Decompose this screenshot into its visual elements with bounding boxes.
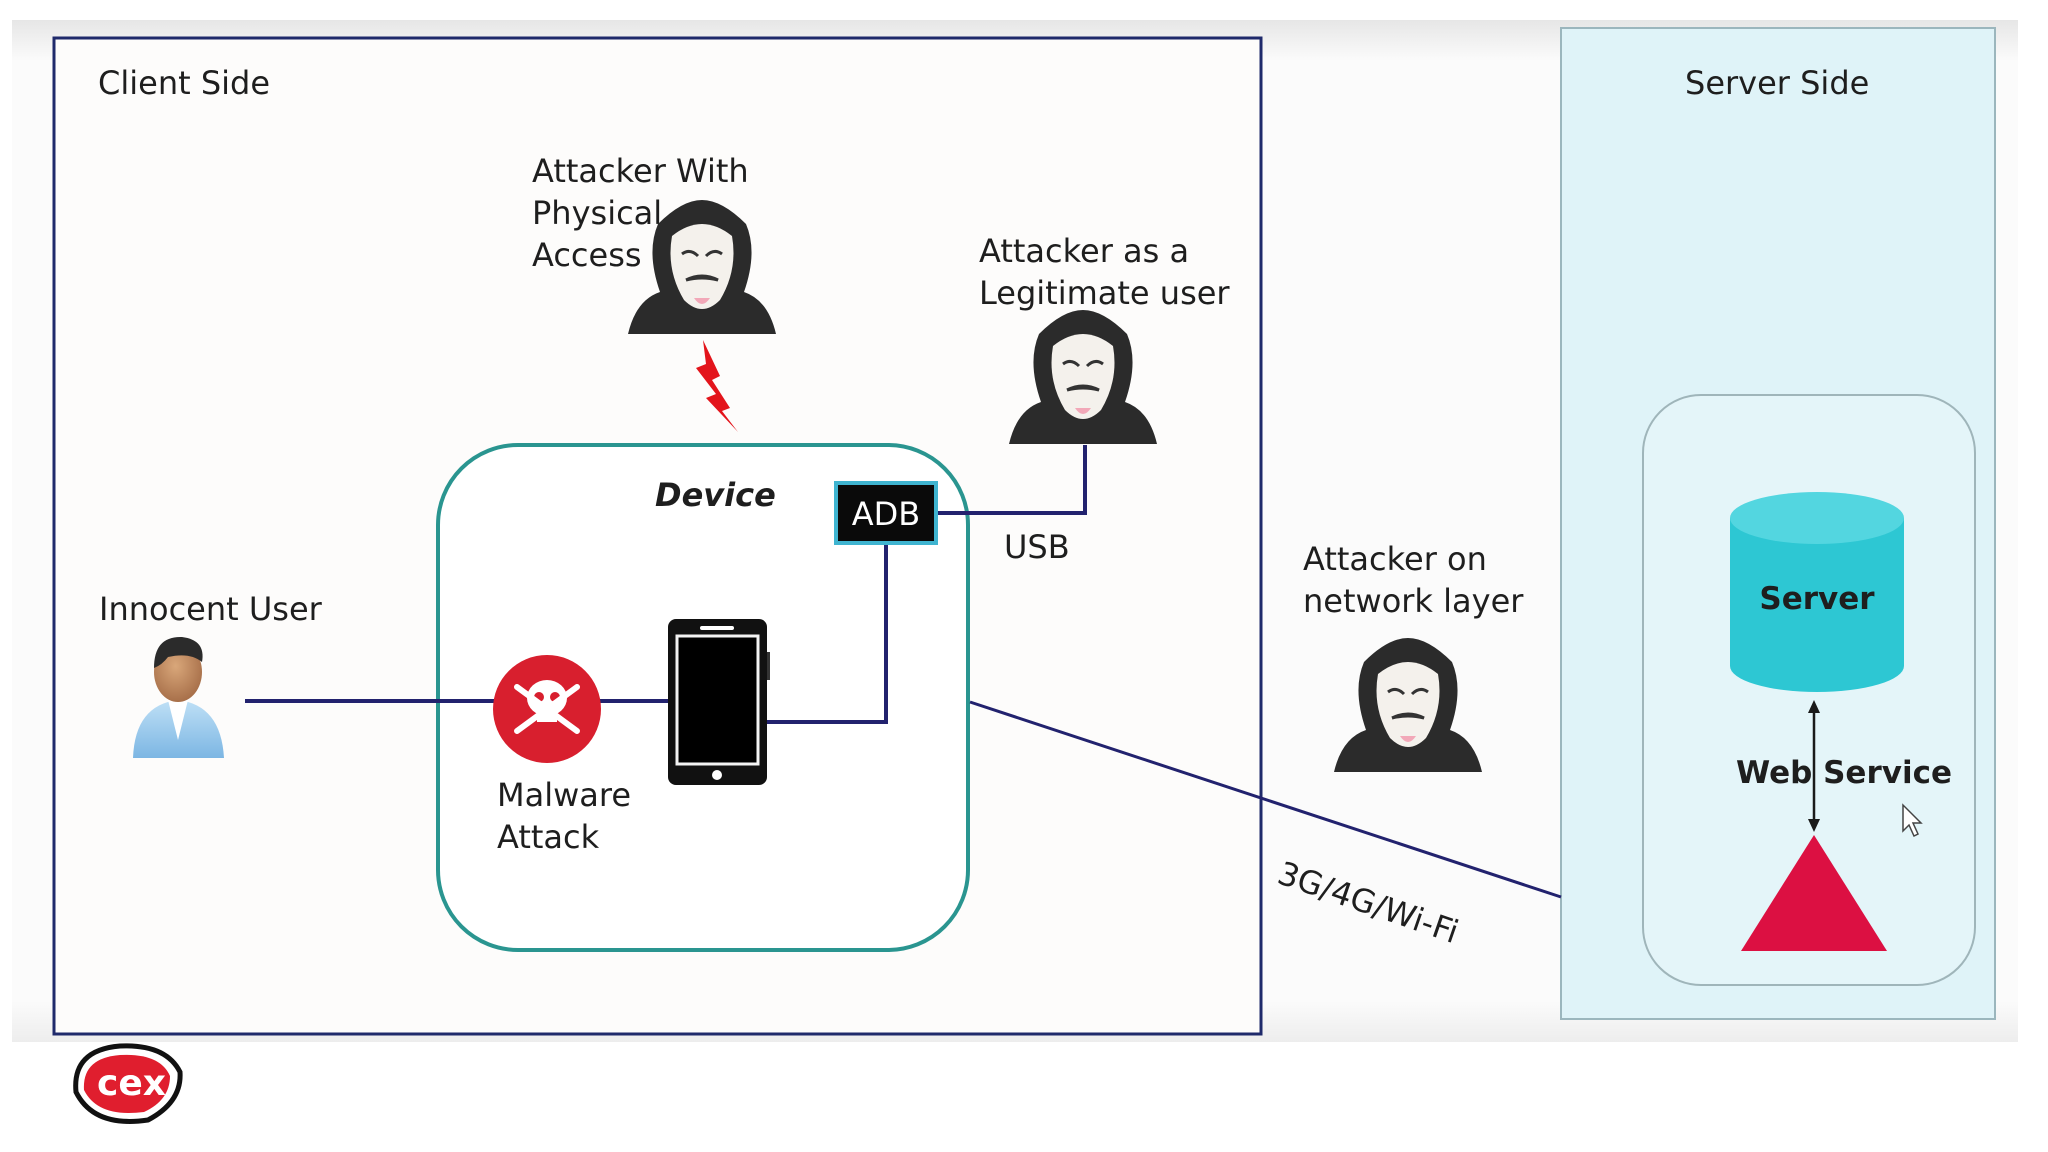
mouse-cursor-icon [1902,803,1923,838]
attacker-legitimate-icon [1009,310,1157,444]
adb-box [834,481,938,545]
cex-logo-text: cex [97,1063,166,1104]
user-avatar-icon [133,636,224,758]
double-arrow [1808,700,1820,832]
malware-skull-icon [493,655,601,763]
usb-connector [936,445,1087,515]
attacker-network-icon [1334,638,1482,772]
device-title: Device [655,476,776,514]
server-database-icon [1730,492,1904,692]
network-link-line [969,700,1562,899]
client-side-title: Client Side [98,64,271,102]
server-label: Server [1759,581,1875,617]
attacker-legitimate-label: Attacker as a Legitimate user [979,232,1230,312]
attacker-physical-icon [628,200,776,334]
attacker-network-label: Attacker on network layer [1303,540,1524,620]
usb-label: USB [1004,528,1070,566]
web-service-triangle [1741,835,1887,951]
adb-label: ADB [851,495,921,533]
web-service-label: Web Service [1736,755,1952,791]
attacker-physical-label: Attacker With Physical Access [532,152,749,274]
smartphone-icon [668,619,770,785]
lightning-icon [696,340,738,432]
malware-attack-label: Malware Attack [497,776,632,856]
innocent-user-label: Innocent User [99,590,322,628]
cex-logo [73,1043,183,1124]
phone-adb-connector [760,543,888,724]
server-side-title: Server Side [1685,64,1870,102]
